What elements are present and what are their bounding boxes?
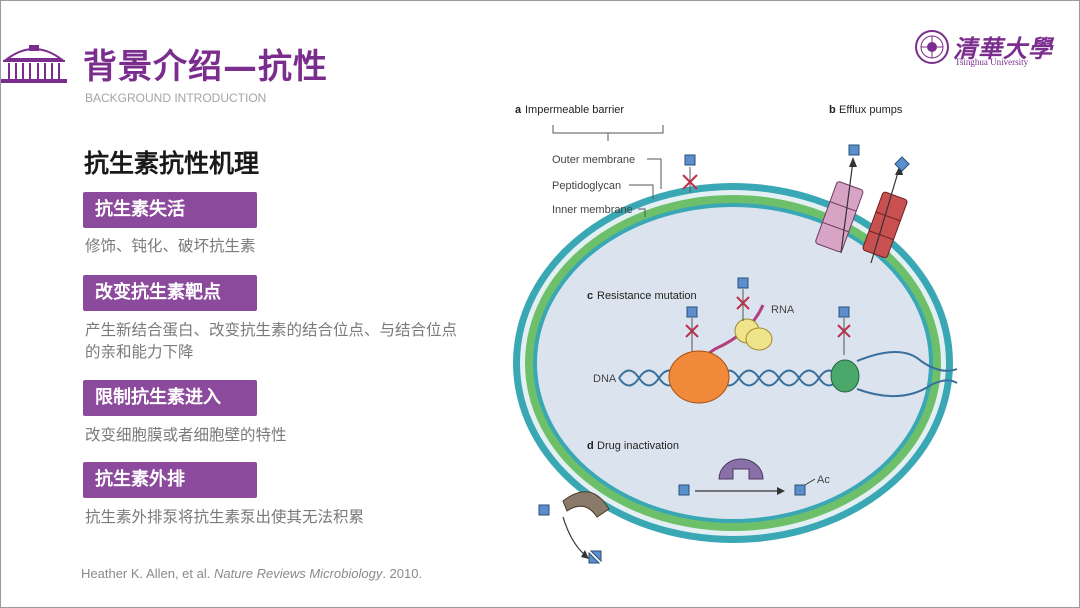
peptidoglycan-label: Peptidoglycan [552,180,621,192]
degrading-enzyme [562,491,610,518]
antibiotic-icon [686,306,698,318]
university-name-cn: 清華大學 [953,34,1053,63]
page-subtitle: BACKGROUND INTRODUCTION [85,91,267,105]
degraded-antibiotic-icon [588,551,601,564]
panel-b-title: Efflux pumps [839,104,903,116]
efflux-arrowhead [849,157,857,167]
antibiotic-icon [684,154,696,166]
mechanism-pill: 改变抗生素靶点 [83,275,257,311]
antibiotic-icon [678,484,690,496]
panel-b-letter: b [829,104,836,116]
inactivated-antibiotic-icon [794,484,806,496]
mechanism-pill: 抗生素外排 [83,462,257,498]
inactivation-arrowhead [777,487,785,495]
degraded-antibiotic-icon [589,550,602,563]
panel-a-bracket [552,125,664,134]
inner-membrane-label: Inner membrane [552,204,633,216]
citation: Heather K. Allen, et al. Nature Reviews … [81,566,422,581]
degradation-arrow [562,516,586,556]
acetyl-label: Ac [817,474,830,486]
panel-a-letter: a [515,104,522,116]
mechanism-description: 修饰、钝化、破坏抗生素 [85,237,256,255]
page-title: 背景介绍—抗性 [83,47,328,87]
mechanism-pill: 抗生素失活 [83,192,257,228]
antibiotic-icon [538,504,550,516]
blocked-x-icon [682,174,698,190]
panel-a-title: Impermeable barrier [525,104,624,116]
mechanism-description: 抗生素外排泵将抗生素泵出使其无法积累 [85,508,365,526]
resistance-mechanisms-figure: a Impermeable barrier Outer membrane Pep… [513,104,958,564]
outer-membrane-leader [647,158,662,189]
citation-journal: Nature Reviews Microbiology [213,566,383,581]
polymerase-orange [668,350,730,404]
antibiotic-icon [848,144,860,156]
dna-strand [856,379,958,398]
rna-label: RNA [771,304,795,316]
panel-c-letter: c [587,290,593,302]
mechanism-pill: 限制抗生素进入 [83,380,257,416]
mechanism-description: 改变细胞膜或者细胞壁的特性 [85,426,287,444]
acetyl-bond [804,478,816,486]
peptidoglycan-leader [629,184,654,199]
efflux-pump-red [862,191,908,259]
university-name-en: Tsinghua University [955,57,1029,67]
dna-label: DNA [593,373,617,385]
dna-strand [856,351,958,372]
section-heading: 抗生素抗性机理 [84,149,260,178]
outer-membrane-label: Outer membrane [552,154,635,166]
antibiotic-icon [894,156,910,172]
mechanism-description: 产生新结合蛋白、改变抗生素的结合位点、与结合位点的亲和能力下降 [85,321,458,361]
efflux-arrow [840,160,854,254]
panel-d-letter: d [587,440,594,452]
citation-year: . 2010. [382,566,423,581]
antibiotic-icon [838,306,850,318]
dna-strand [618,369,840,387]
antibiotic-icon [737,277,749,289]
ribosome-large [745,327,773,351]
efflux-arrowhead [895,165,903,175]
cytoplasm [537,207,929,519]
polymerase-green [830,359,860,393]
inner-membrane-leader [638,208,646,217]
panel-d-title: Drug inactivation [597,440,679,452]
citation-authors: Heather K. Allen, et al. [81,566,211,581]
degradation-arrowhead [581,550,589,559]
panel-c-title: Resistance mutation [597,290,697,302]
dna-strand [618,369,840,387]
inactivating-enzyme [718,458,764,480]
efflux-arrow [870,168,900,264]
university-seal-icon [915,30,949,64]
tsinghua-building-logo [1,45,67,83]
